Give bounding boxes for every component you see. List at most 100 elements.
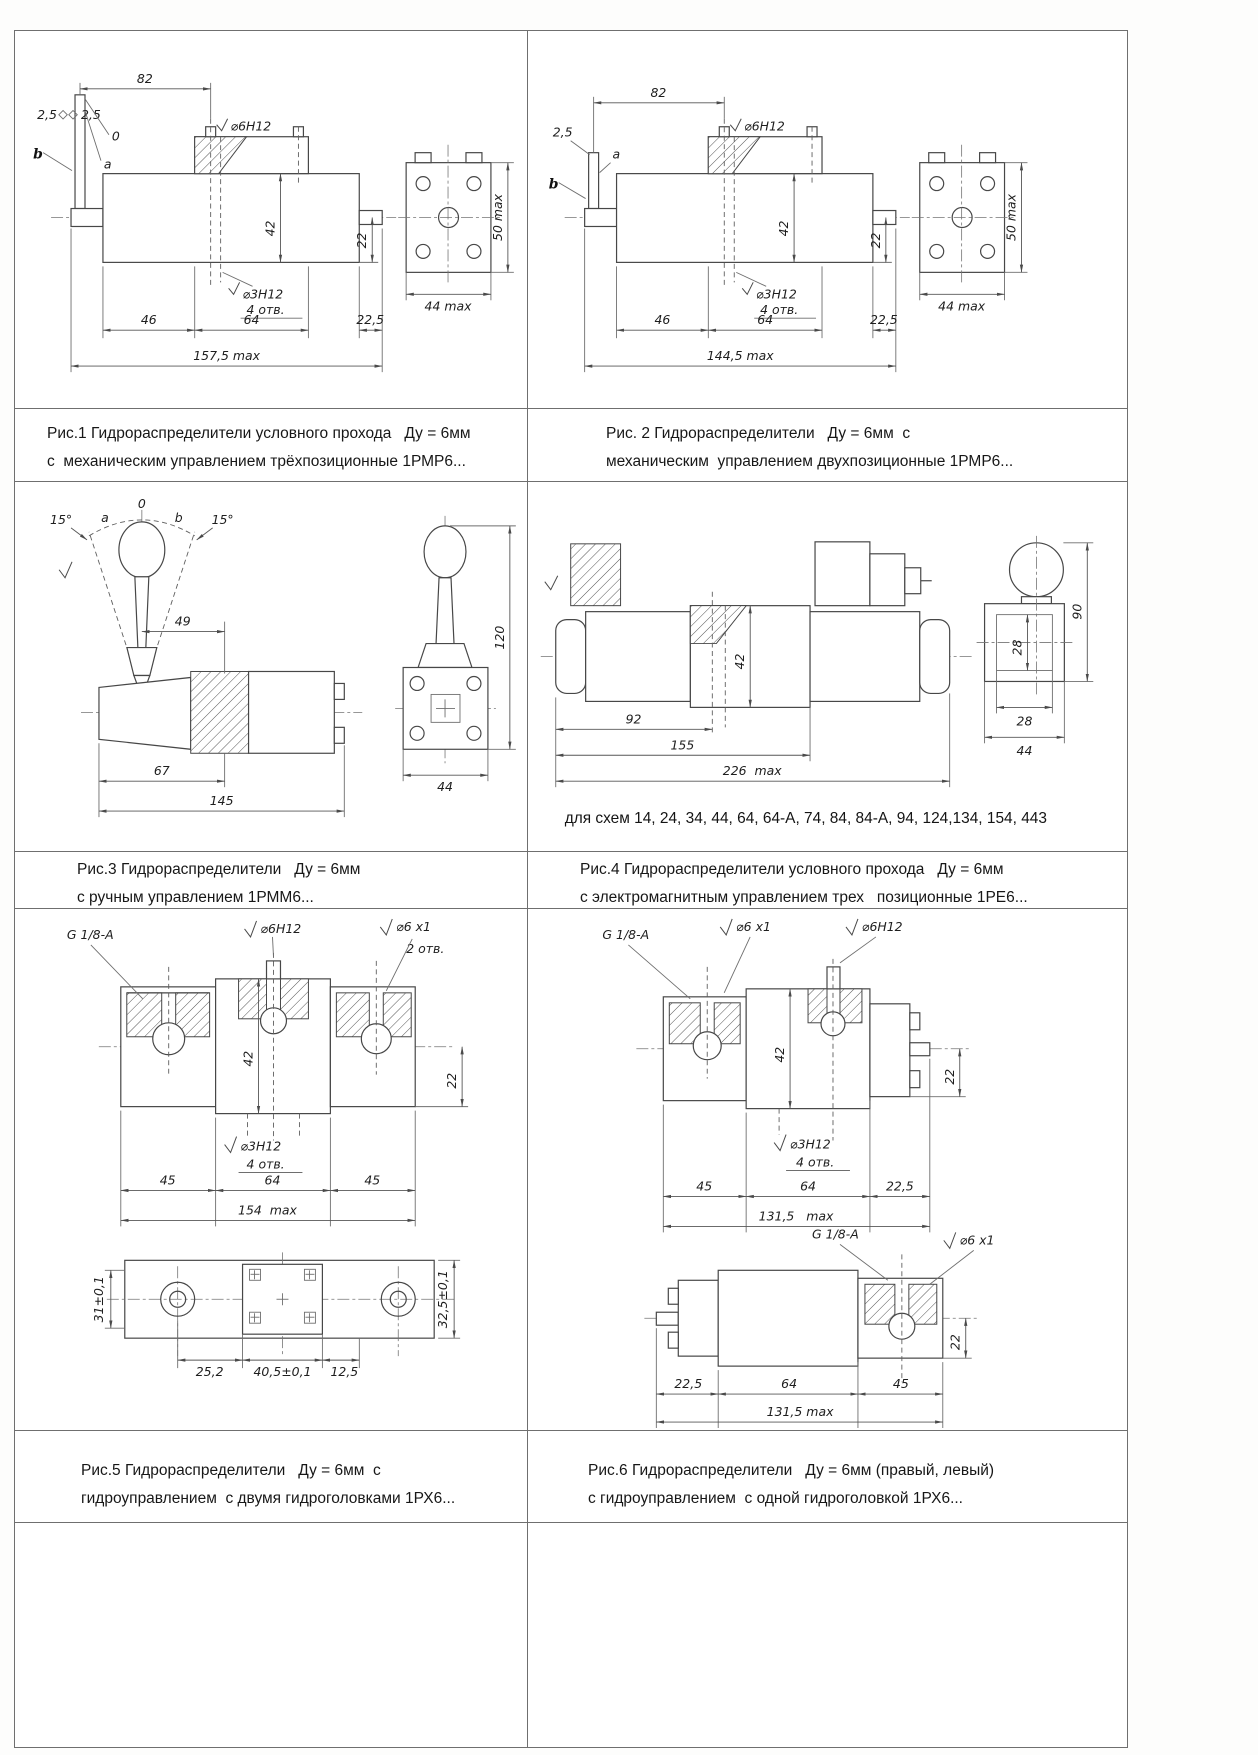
fig5-dim-25-2: 25,2 xyxy=(196,1364,224,1379)
surface-mark-icon xyxy=(58,109,68,120)
fig4-dim-42: 42 xyxy=(732,654,747,670)
fig4-dim-44: 44 xyxy=(1017,743,1033,758)
roughness-mark-icon xyxy=(943,1232,957,1250)
figure1-cell: 82 2,5 2,5 b 0 a ⌀6Н12 42 22 xyxy=(15,31,528,409)
fig6-dim-45b: 45 xyxy=(893,1376,909,1391)
fig2-main-view xyxy=(564,118,910,289)
fig3-dimensions: 15° 15° a 0 b 49 67 145 xyxy=(50,496,516,818)
figure4-drawing: 42 92 155 226 max 28 90 28 xyxy=(540,535,1094,827)
fig6-dim-64b: 64 xyxy=(781,1376,797,1391)
figure3-caption-line1: Рис.3 Гидрораспределители Ду = 6мм xyxy=(77,861,361,878)
figure4-caption-line1: Рис.4 Гидрораспределители условного прох… xyxy=(580,861,1004,878)
fig5-footprint-view xyxy=(106,1252,455,1357)
figure6-caption-line2: с гидроуправлением с одной гидроголовкой… xyxy=(588,1489,963,1507)
fig4-dim-92: 92 xyxy=(626,711,642,726)
fig2-dim-44max: 44 max xyxy=(938,298,986,313)
fig1-dimensions: 82 2,5 2,5 b 0 a ⌀6Н12 42 22 xyxy=(33,71,514,373)
fig2-label-a: a xyxy=(613,147,621,162)
figure5-caption-line2: гидроуправлением с двумя гидроголовками … xyxy=(81,1489,456,1507)
figure3-caption-line2: с ручным управлением 1РММ6... xyxy=(77,888,314,906)
fig6-dim-hole-top: ⌀6Н12 xyxy=(862,919,903,934)
figure5-caption: Рис.5 Гидрораспределители Ду = 6мм с гид… xyxy=(15,1431,528,1523)
figure4-cell: 42 92 155 226 max 28 90 28 xyxy=(528,482,1127,852)
fig6-dim-hole-bottom: ⌀3Н12 xyxy=(790,1137,831,1152)
fig2-dim-total: 144,5 max xyxy=(707,348,774,363)
fig6-top-view xyxy=(636,958,970,1141)
fig5-thread-callout: G 1/8-А xyxy=(67,927,114,942)
fig1-dim-2-5-left: 2,5 xyxy=(37,107,57,122)
fig2-dim-46: 46 xyxy=(655,312,671,327)
fig5-dim-45-left: 45 xyxy=(160,1172,176,1187)
fig5-label-2-holes: 2 отв. xyxy=(406,941,444,956)
fig5-dim-hole-top: ⌀6Н12 xyxy=(261,921,302,936)
fig1-dim-total: 157,5 max xyxy=(193,348,260,363)
roughness-mark-icon xyxy=(729,118,742,132)
fig5-section-view xyxy=(98,952,453,1141)
figure2-drawing: 82 2,5 a b ⌀6Н12 42 22 ⌀3Н12 4 отв. xyxy=(549,85,1028,373)
fig3-dim-49: 49 xyxy=(175,614,191,629)
fig3-label-b: b xyxy=(175,510,183,525)
fig1-dim-44max: 44 max xyxy=(425,298,473,313)
fig2-dim-50max: 50 max xyxy=(1004,193,1019,241)
drawing-sheet: 82 2,5 2,5 b 0 a ⌀6Н12 42 22 xyxy=(14,30,1128,1748)
fig3-angle-right: 15° xyxy=(212,512,234,527)
fig1-end-view xyxy=(398,144,500,283)
fig4-schemes-note: для схем 14, 24, 34, 44, 64, 64-А, 74, 8… xyxy=(565,810,1047,827)
roughness-mark-icon xyxy=(845,918,859,936)
fig4-dim-90: 90 xyxy=(1069,604,1084,620)
fig1-dim-64: 64 xyxy=(244,312,260,327)
figure6-cell: G 1/8-А ⌀6 х1 ⌀6Н12 42 22 ⌀3Н12 4 отв. xyxy=(528,909,1127,1431)
figure2-caption: Рис. 2 Гидрораспределители Ду = 6мм с ме… xyxy=(528,409,1127,482)
sheet-grid: 82 2,5 2,5 b 0 a ⌀6Н12 42 22 xyxy=(15,31,1127,1747)
fig2-dim-22-5: 22,5 xyxy=(870,312,898,327)
figure6-caption-line1: Рис.6 Гидрораспределители Ду = 6мм (прав… xyxy=(588,1462,995,1479)
fig6-dim-22-5: 22,5 xyxy=(886,1178,914,1193)
fig5-dim-40-5: 40,5±0,1 xyxy=(253,1364,311,1379)
roughness-mark-icon xyxy=(58,561,73,579)
fig4-dimensions: 42 92 155 226 max 28 90 28 xyxy=(555,542,1094,788)
fig5-dim-total: 154 max xyxy=(238,1202,298,1217)
fig2-dim-hole-bottom: ⌀3Н12 xyxy=(756,286,797,301)
fig5-label-4-holes: 4 отв. xyxy=(247,1157,285,1172)
roughness-mark-icon xyxy=(244,920,257,938)
fig2-dim-64: 64 xyxy=(757,312,773,327)
fig4-end-view xyxy=(976,535,1075,698)
fig4-dim-28h: 28 xyxy=(1017,713,1033,728)
fig1-dim-hole-top: ⌀6Н12 xyxy=(231,119,272,134)
roughness-mark-icon xyxy=(544,575,559,591)
empty-cell-right xyxy=(528,1523,1127,1747)
fig4-dim-226max: 226 max xyxy=(723,763,782,778)
figure5-caption-line1: Рис.5 Гидрораспределители Ду = 6мм с xyxy=(81,1462,381,1479)
fig6-label-4-holes: 4 отв. xyxy=(796,1155,834,1170)
fig1-dim-42: 42 xyxy=(262,220,277,236)
fig3-lever xyxy=(88,509,196,704)
figure3-caption: Рис.3 Гидрораспределители Ду = 6мм с руч… xyxy=(15,852,528,909)
fig1-label-4-holes: 4 отв. xyxy=(247,302,285,317)
fig6-thread-callout-2: G 1/8-А xyxy=(812,1226,859,1241)
figure6-drawing: G 1/8-А ⌀6 х1 ⌀6Н12 42 22 ⌀3Н12 4 отв. xyxy=(602,918,994,1429)
fig1-main-view xyxy=(51,94,397,289)
figure1-caption-line1: Рис.1 Гидрораспределители условного прох… xyxy=(47,425,471,442)
fig3-dim-120: 120 xyxy=(492,626,507,650)
roughness-mark-icon xyxy=(773,1134,787,1152)
fig6-bottom-dimensions: G 1/8-А ⌀6 х1 22 22,5 64 45 131,5 m xyxy=(655,1226,994,1429)
fig3-dim-67: 67 xyxy=(154,763,170,778)
fig3-label-a: a xyxy=(101,510,109,525)
figure3-cell: 15° 15° a 0 b 49 67 145 xyxy=(15,482,528,852)
fig2-label-4-holes: 4 отв. xyxy=(760,302,798,317)
fig5-dim-31: 31±0,1 xyxy=(91,1276,106,1322)
roughness-mark-icon xyxy=(719,918,733,936)
fig2-dim-82: 82 xyxy=(651,85,667,100)
fig6-dim-22-5b: 22,5 xyxy=(674,1376,702,1391)
fig3-body xyxy=(81,670,363,754)
fig3-label-0: 0 xyxy=(138,496,146,511)
fig2-label-b: b xyxy=(549,177,559,193)
roughness-mark-icon xyxy=(379,918,393,936)
fig6-dim-45: 45 xyxy=(696,1178,712,1193)
fig5-dim-64: 64 xyxy=(265,1172,281,1187)
fig4-main-view xyxy=(540,541,974,734)
figure2-caption-line1: Рис. 2 Гидрораспределители Ду = 6мм с xyxy=(606,425,911,442)
fig6-dim-22b: 22 xyxy=(948,1334,963,1350)
empty-cell-left xyxy=(15,1523,528,1747)
roughness-mark-icon xyxy=(224,1136,238,1154)
